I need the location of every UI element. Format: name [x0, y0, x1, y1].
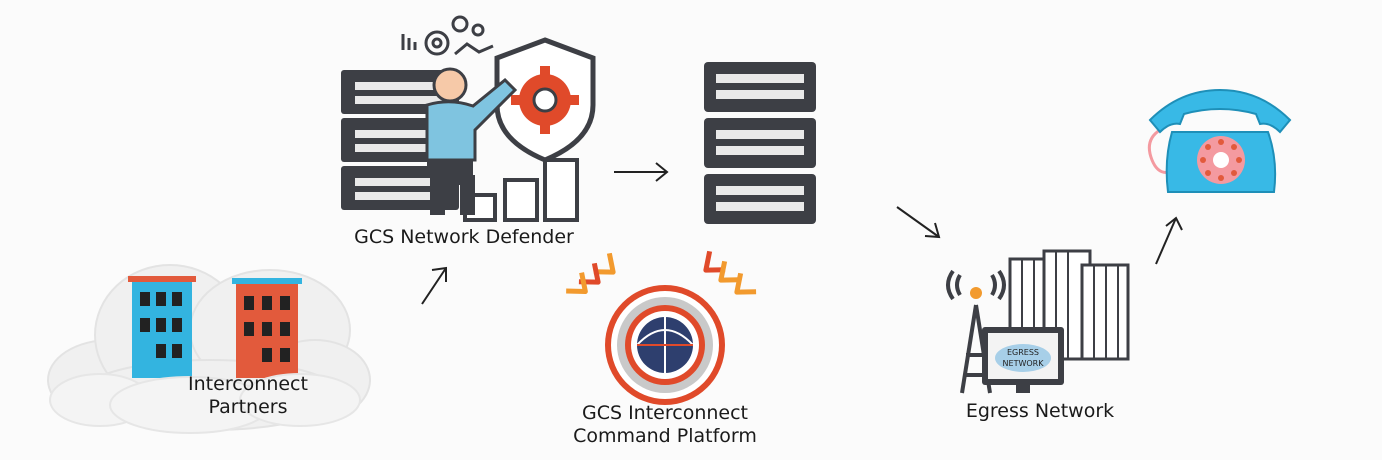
arrow-defender-to-server: [614, 162, 669, 182]
platform-label: GCS Interconnect Command Platform: [540, 402, 790, 448]
partners-label: Interconnect Partners: [148, 373, 348, 419]
telephone-node: [1140, 80, 1300, 205]
cloud-buildings-icon: [47, 264, 371, 434]
interconnect-partners-node: Interconnect Partners: [40, 240, 371, 440]
platform-label-line1: GCS Interconnect: [581, 402, 748, 424]
platform-label-line2: Command Platform: [573, 425, 757, 447]
server-node: [700, 60, 820, 228]
egress-label: Egress Network: [965, 400, 1115, 422]
arrow-server-to-egress: [896, 206, 941, 239]
defender-label: GCS Network Defender: [354, 226, 574, 248]
arrow-egress-to-phone: [1155, 216, 1183, 265]
arrow-partners-to-defender: [421, 266, 447, 305]
telephone-icon: [1147, 88, 1292, 193]
server-stack-icon: [704, 62, 816, 224]
network-defender-icon: [341, 15, 596, 222]
command-platform-icon: [566, 250, 757, 405]
network-defender-node: GCS Network Defender: [335, 10, 605, 255]
egress-network-icon: EGRESS NETWORK: [946, 249, 1130, 394]
egress-screen-line1: EGRESS: [1007, 348, 1039, 357]
partners-label-line2: Partners: [208, 396, 288, 418]
partners-label-line1: Interconnect: [188, 373, 308, 395]
egress-network-node: EGRESS NETWORK Egress Network: [940, 245, 1150, 425]
command-platform-node: GCS Interconnect Command Platform: [540, 245, 800, 455]
egress-screen-line2: NETWORK: [1003, 359, 1045, 368]
